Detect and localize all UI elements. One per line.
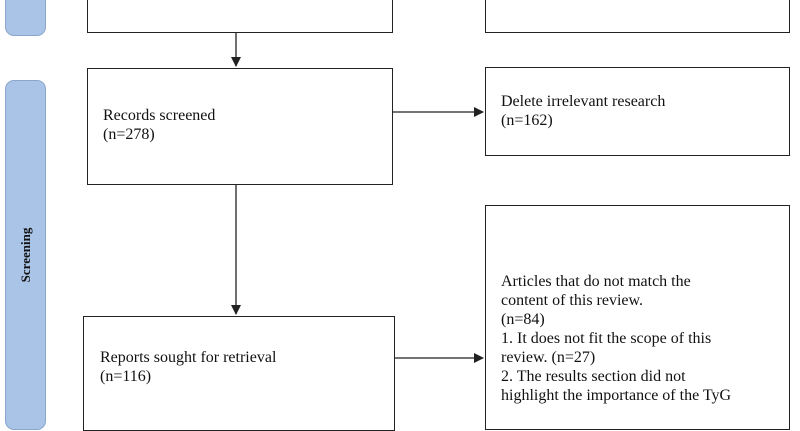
box-records-screened-text: Records screened (n=278)	[103, 106, 215, 144]
box-reports-retrieval: Reports sought for retrieval (n=116)	[83, 316, 395, 431]
stage-tab-identification	[5, 0, 46, 36]
box-records-identified	[87, 0, 393, 33]
records-screened-label: Records screened	[103, 107, 216, 124]
box-delete-irrelevant-text: Delete irrelevant research (n=162)	[501, 92, 665, 130]
excluded-line: (n=84)	[501, 311, 545, 328]
box-delete-irrelevant: Delete irrelevant research (n=162)	[485, 67, 790, 156]
excluded-line: review. (n=27)	[501, 349, 596, 366]
stage-label-screening: Screening	[17, 227, 33, 283]
excluded-line: content of this review.	[501, 292, 644, 309]
box-records-removed	[485, 0, 790, 33]
delete-irrelevant-count: (n=162)	[501, 112, 553, 129]
excluded-line: 2. The results section did not	[501, 368, 686, 385]
delete-irrelevant-label: Delete irrelevant research	[501, 93, 666, 110]
excluded-line: Articles that do not match the	[501, 273, 691, 290]
excluded-line: highlight the importance of the TyG	[501, 387, 732, 404]
box-articles-excluded: Articles that do not match the content o…	[485, 205, 790, 430]
reports-retrieval-count: (n=116)	[100, 368, 152, 385]
box-reports-retrieval-text: Reports sought for retrieval (n=116)	[100, 348, 276, 386]
records-screened-count: (n=278)	[103, 126, 155, 143]
stage-tab-screening: Screening	[5, 80, 46, 430]
box-records-screened: Records screened (n=278)	[87, 68, 393, 185]
reports-retrieval-label: Reports sought for retrieval	[100, 349, 277, 366]
excluded-line: 1. It does not fit the scope of this	[501, 330, 712, 347]
box-articles-excluded-text: Articles that do not match the content o…	[501, 272, 731, 405]
